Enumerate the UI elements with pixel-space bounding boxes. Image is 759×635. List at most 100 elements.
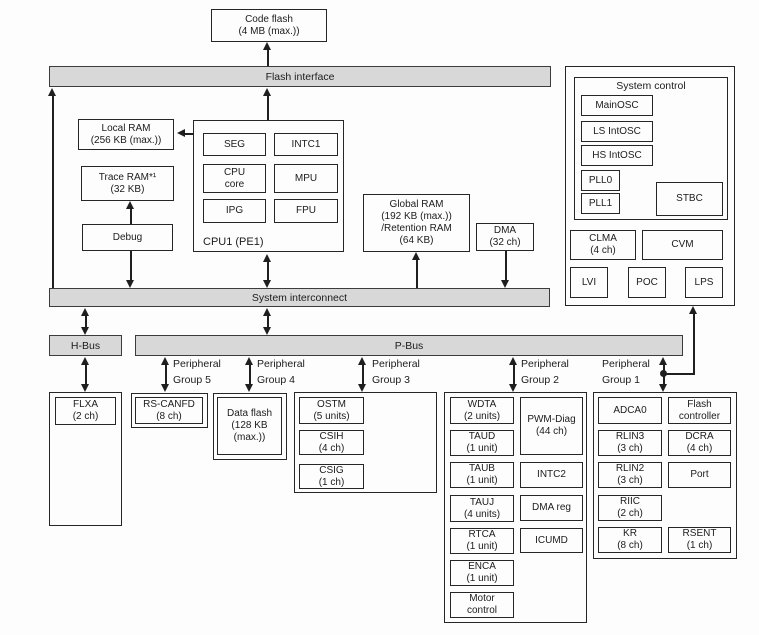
intc1-block: INTC1 bbox=[274, 133, 338, 156]
arrowhead-down bbox=[263, 327, 271, 335]
dma-reg-block: DMA reg bbox=[520, 495, 583, 521]
connector-line bbox=[85, 315, 87, 328]
csih-block: CSIH (4 ch) bbox=[299, 430, 364, 455]
mpu-block: MPU bbox=[274, 164, 338, 193]
connector-line bbox=[267, 315, 269, 328]
arrowhead-up bbox=[263, 42, 271, 50]
rlin3-block: RLIN3 (3 ch) bbox=[598, 430, 662, 456]
taud-block: TAUD (1 unit) bbox=[450, 430, 514, 456]
riic-block: RIIC (2 ch) bbox=[598, 495, 662, 521]
arrowhead-down bbox=[659, 384, 667, 392]
arrowhead-up bbox=[126, 201, 134, 209]
connector-line bbox=[130, 251, 132, 280]
csig-block: CSIG (1 ch) bbox=[299, 464, 364, 489]
rtca-block: RTCA (1 unit) bbox=[450, 528, 514, 554]
arrowhead-down bbox=[81, 327, 89, 335]
wdta-block: WDTA (2 units) bbox=[450, 397, 514, 424]
arrowhead-up bbox=[81, 308, 89, 316]
rlin2-block: RLIN2 (3 ch) bbox=[598, 462, 662, 488]
rs-canfd-block: RS-CANFD (8 ch) bbox=[135, 397, 203, 424]
arrowhead-down bbox=[245, 384, 253, 392]
connector-line bbox=[267, 95, 269, 120]
peripheral-group2-label: Peripheral Group 2 bbox=[521, 358, 569, 386]
system-interconnect-bus: System interconnect bbox=[49, 288, 550, 307]
cpu1-label: CPU1 (PE1) bbox=[203, 236, 264, 248]
arrowhead-up bbox=[659, 357, 667, 365]
arrowhead-down bbox=[509, 384, 517, 392]
cpu-core-block: CPU core bbox=[203, 164, 266, 193]
connector-line bbox=[505, 251, 507, 280]
code-flash-block: Code flash (4 MB (max.)) bbox=[211, 9, 327, 42]
mainosc-block: MainOSC bbox=[581, 95, 653, 116]
connector-line bbox=[165, 364, 167, 385]
clma-block: CLMA (4 ch) bbox=[570, 230, 636, 260]
arrowhead-up bbox=[509, 357, 517, 365]
flash-interface-bus: Flash interface bbox=[49, 66, 551, 87]
arrowhead-up bbox=[412, 252, 420, 260]
arrowhead-up bbox=[263, 254, 271, 262]
arrowhead-down bbox=[161, 384, 169, 392]
connector-line bbox=[249, 364, 251, 385]
peripheral-group4-label: Peripheral Group 4 bbox=[257, 358, 305, 386]
poc-block: POC bbox=[628, 267, 666, 298]
h-bus: H-Bus bbox=[49, 335, 122, 356]
fpu-block: FPU bbox=[274, 199, 338, 223]
arrowhead-down bbox=[358, 384, 366, 392]
arrowhead-up bbox=[81, 357, 89, 365]
p-bus: P-Bus bbox=[135, 335, 683, 356]
adca0-block: ADCA0 bbox=[598, 397, 662, 424]
connector-line bbox=[52, 95, 54, 288]
ls-intosc-block: LS IntOSC bbox=[581, 121, 653, 142]
peripheral-group1-label: Peripheral Group 1 bbox=[602, 358, 650, 386]
dcra-block: DCRA (4 ch) bbox=[668, 430, 731, 456]
dma-block: DMA (32 ch) bbox=[476, 223, 534, 251]
arrowhead-up bbox=[48, 88, 56, 96]
data-flash-block: Data flash (128 KB (max.)) bbox=[217, 397, 282, 455]
trace-ram-block: Trace RAM*¹ (32 KB) bbox=[81, 166, 174, 201]
arrowhead-down bbox=[501, 280, 509, 288]
lps-block: LPS bbox=[685, 267, 723, 298]
lvi-block: LVI bbox=[570, 267, 608, 298]
connector-line bbox=[362, 364, 364, 385]
arrowhead-up bbox=[245, 357, 253, 365]
kr-block: KR (8 ch) bbox=[598, 527, 662, 553]
arrowhead-up bbox=[161, 357, 169, 365]
arrowhead-up bbox=[263, 88, 271, 96]
arrowhead-down bbox=[81, 384, 89, 392]
connector-line bbox=[664, 373, 694, 375]
seg-block: SEG bbox=[203, 133, 266, 156]
connector-line bbox=[267, 49, 269, 66]
taub-block: TAUB (1 unit) bbox=[450, 462, 514, 488]
port-block: Port bbox=[668, 462, 731, 488]
pll1-block: PLL1 bbox=[581, 193, 620, 214]
intc2-block: INTC2 bbox=[520, 462, 583, 488]
flash-controller-block: Flash controller bbox=[668, 397, 731, 424]
peripheral-group3-label: Peripheral Group 3 bbox=[372, 358, 420, 386]
local-ram-block: Local RAM (256 KB (max.)) bbox=[78, 119, 174, 150]
pll0-block: PLL0 bbox=[581, 170, 620, 191]
junction-dot bbox=[660, 370, 667, 377]
ipg-block: IPG bbox=[203, 199, 266, 223]
ostm-block: OSTM (5 units) bbox=[299, 397, 364, 424]
connector-line bbox=[416, 259, 418, 288]
connector-line bbox=[184, 133, 194, 135]
cvm-block: CVM bbox=[642, 230, 723, 260]
enca-block: ENCA (1 unit) bbox=[450, 560, 514, 586]
arrowhead-up bbox=[689, 306, 697, 314]
connector-line bbox=[513, 364, 515, 385]
peripheral-group5-label: Peripheral Group 5 bbox=[173, 358, 221, 386]
stbc-block: STBC bbox=[656, 182, 723, 216]
arrowhead-down bbox=[126, 280, 134, 288]
rsent-block: RSENT (1 ch) bbox=[668, 527, 731, 553]
arrowhead-up bbox=[358, 357, 366, 365]
arrowhead-down bbox=[263, 280, 271, 288]
icumd-block: ICUMD bbox=[520, 528, 583, 553]
arrowhead-left bbox=[177, 129, 185, 137]
hs-intosc-block: HS IntOSC bbox=[581, 145, 653, 166]
pwm-diag-block: PWM-Diag (44 ch) bbox=[520, 397, 583, 455]
arrowhead-up bbox=[263, 308, 271, 316]
global-ram-block: Global RAM (192 KB (max.)) /Retention RA… bbox=[363, 194, 470, 252]
connector-line bbox=[130, 208, 132, 224]
tauj-block: TAUJ (4 units) bbox=[450, 495, 514, 522]
